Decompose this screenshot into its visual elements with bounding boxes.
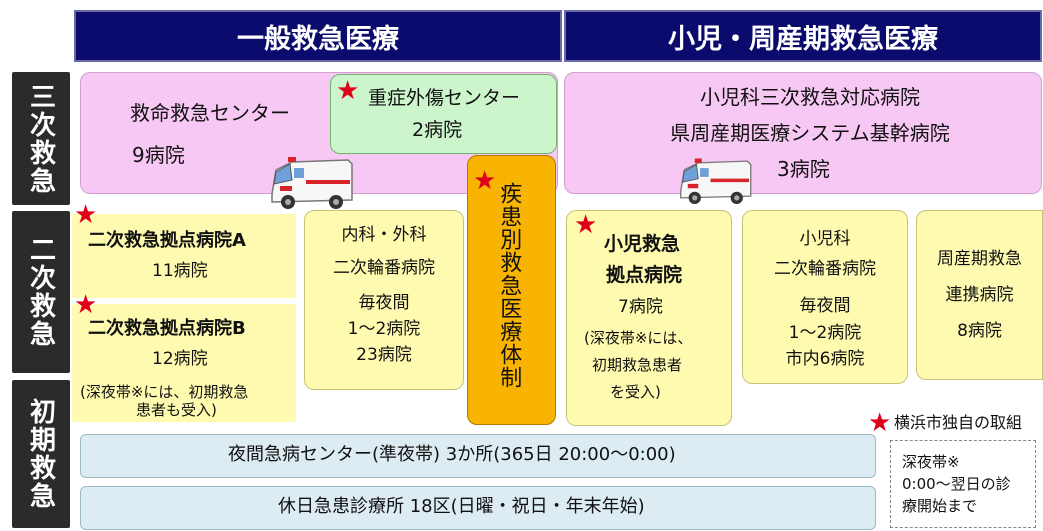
perinatal-box [916,210,1043,380]
pediatric-hub-note-3: を受入) [610,383,661,401]
pediatric-rotation-line-1: 小児科 [799,229,851,249]
late-night-note-2: 0:00〜翌日の診 [902,475,1011,493]
star-icon: ★ [473,166,497,196]
trauma-center-box [330,74,557,154]
pediatric-rotation-line-3: 毎夜間 [799,296,851,316]
general-header-label: 一般救急医療 [237,23,399,55]
holiday-clinic-box [80,486,876,530]
pediatric-rotation-line-2: 二次輪番病院 [774,259,876,279]
late-night-note-1: 深夜帯※ [902,453,960,471]
pediatric-tertiary-box [564,72,1042,194]
pediatric-tertiary-count: 3病院 [777,157,830,181]
general-header: 一般救急医療 [74,10,562,62]
level-tertiary-label: 三次救急 [25,82,56,195]
level-tertiary: 三次救急 [12,72,70,205]
level-primary: 初期救急 [12,380,70,528]
perinatal-count: 8病院 [957,321,1002,341]
star-icon: ★ [336,76,360,106]
disease-system-label: 疾患別救急医療体制 [496,182,522,389]
late-night-note-box [890,440,1036,528]
hub-b-box [72,304,296,422]
disease-system-box [467,155,556,425]
star-icon: ★ [74,290,98,320]
perinatal-line-1: 周産期救急 [937,249,1022,269]
pediatric-header-label: 小児・周産期救急医療 [668,23,938,55]
pediatric-hub-box [566,210,732,426]
pediatric-tertiary-line1: 小児科三次救急対応病院 [700,85,920,109]
hub-b-name: 二次救急拠点病院B [88,318,246,339]
pediatric-rotation-line-5: 市内6病院 [785,349,865,369]
trauma-center-name: 重症外傷センター [368,87,521,109]
legend-star-label: 横浜市独自の取組 [894,413,1023,432]
pediatric-hub-count: 7病院 [618,297,663,317]
rotation-line-1: 内科・外科 [341,225,427,245]
night-center-box [80,434,876,478]
critical-care-center-name: 救命救急センター [130,101,290,125]
rotation-line-4: 1〜2病院 [347,319,421,339]
late-night-note-3: 療開始まで [902,497,978,515]
pediatric-rotation-box [742,210,908,384]
trauma-center-count: 2病院 [412,119,463,141]
star-icon: ★ [574,210,598,240]
rotation-line-5: 23病院 [356,345,412,365]
rotation-line-3: 毎夜間 [358,293,410,313]
star-icon: ★ [868,408,892,438]
holiday-clinic-label: 休日急患診療所 18区(日曜・祝日・年末年始) [278,496,645,517]
pediatric-rotation-line-4: 1〜2病院 [788,323,862,343]
pediatric-hub-note-1: (深夜帯※には、 [584,329,693,347]
hub-b-note-1: (深夜帯※には、初期救急 [80,383,249,401]
rotation-line-2: 二次輪番病院 [333,258,435,278]
level-secondary: 二次救急 [12,211,70,373]
star-icon: ★ [74,200,98,230]
pediatric-hub-line1: 小児救急 [604,233,681,255]
level-primary-label: 初期救急 [25,398,56,510]
pediatric-hub-note-2: 初期救急患者 [592,356,683,374]
hub-b-count: 12病院 [152,349,208,369]
perinatal-line-2: 連携病院 [945,285,1014,305]
hub-a-count: 11病院 [152,261,208,281]
pediatric-hub-line2: 拠点病院 [606,264,683,286]
pediatric-header: 小児・周産期救急医療 [564,10,1042,62]
level-secondary-label: 二次救急 [25,236,56,348]
critical-care-center-count: 9病院 [132,143,185,167]
hub-b-note-2: 患者も受入) [136,401,217,419]
rotation-hospitals-box [304,210,464,390]
pediatric-tertiary-line2: 県周産期医療システム基幹病院 [670,121,950,145]
ambulance-icon [680,158,752,204]
hub-a-box [72,214,296,298]
night-center-label: 夜間急病センター(準夜帯) 3か所(365日 20:00〜0:00) [228,444,676,465]
ambulance-icon [271,157,353,209]
hub-a-name: 二次救急拠点病院A [88,230,246,251]
